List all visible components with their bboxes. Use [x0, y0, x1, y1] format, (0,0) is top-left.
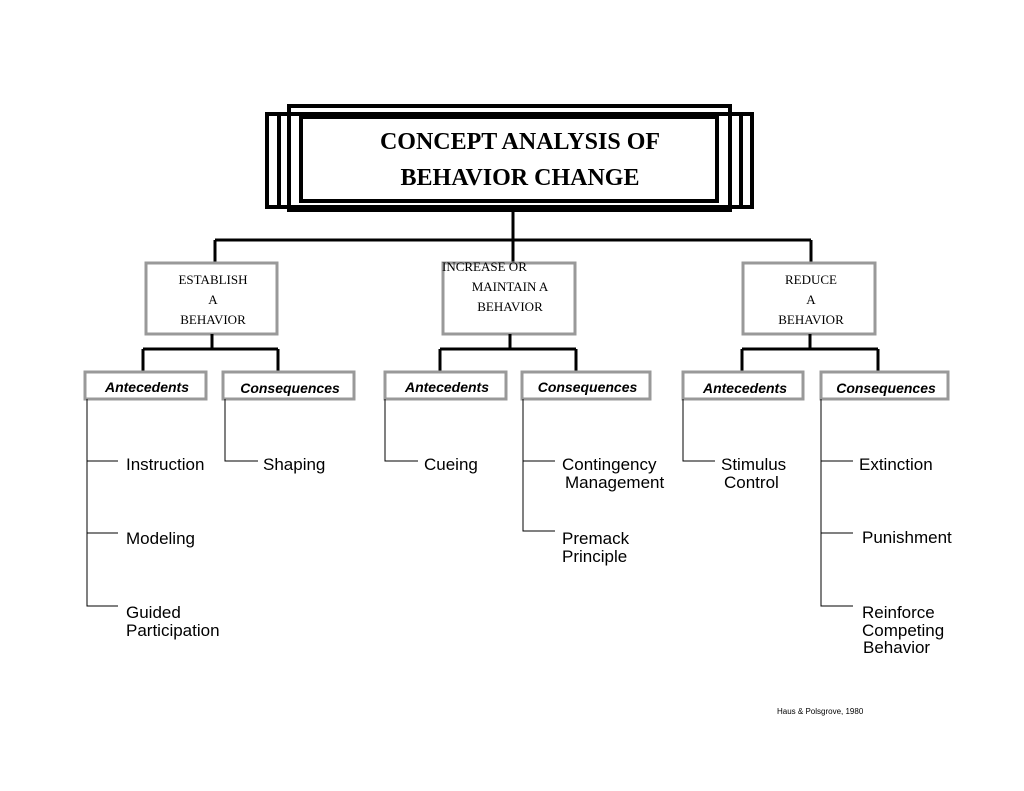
category-line: BEHAVIOR — [778, 312, 844, 327]
leaf-line: Guided — [126, 603, 181, 622]
leaf-line: Premack — [562, 529, 630, 548]
leaf-line: Participation — [126, 620, 220, 640]
leaf-line: Stimulus — [721, 455, 787, 474]
leaf-reinforce-competing-behavior: Reinforce Competing Behavior — [862, 604, 944, 657]
leaf-line: Cueing — [424, 455, 478, 474]
subcategory-increase-consequences: Consequences — [537, 379, 638, 395]
subcategory-establish-antecedents: Antecedents — [104, 379, 190, 395]
leaf-line: Behavior — [863, 638, 931, 657]
leaf-guided-participation: Guided Participation — [126, 604, 220, 639]
subcategory-increase-antecedents: Antecedents — [404, 379, 490, 395]
category-line: A — [806, 292, 816, 307]
category-reduce: REDUCE A BEHAVIOR — [747, 270, 875, 330]
leaf-connectors — [86, 399, 853, 607]
leaf-line: Control — [724, 472, 779, 492]
title-line-2: BEHAVIOR CHANGE — [400, 165, 640, 191]
leaf-line: Shaping — [263, 455, 326, 474]
title-frame — [265, 104, 754, 212]
leaf-line: Management — [565, 472, 665, 492]
title-line-1: CONCEPT ANALYSIS OF — [379, 129, 661, 155]
leaf-line: Principle — [562, 546, 628, 566]
category-line: BEHAVIOR — [477, 299, 543, 314]
category-line: BEHAVIOR — [180, 312, 246, 327]
subcategory-reduce-antecedents: Antecedents — [702, 380, 788, 396]
leaf-contingency-management: Contingency Management — [562, 456, 664, 491]
leaf-line: Competing — [862, 620, 945, 640]
leaf-shaping: Shaping — [263, 456, 325, 474]
leaf-modeling: Modeling — [126, 530, 195, 548]
category-line: REDUCE — [785, 272, 837, 287]
leaf-stimulus-control: Stimulus Control — [721, 456, 786, 491]
category-increase: INCREASE OR MAINTAIN A BEHAVIOR — [440, 257, 580, 317]
leaf-punishment: Punishment — [862, 529, 952, 547]
leaf-extinction: Extinction — [859, 456, 933, 474]
category-line: ESTABLISH — [178, 272, 248, 287]
category-line: MAINTAIN A — [471, 279, 549, 294]
leaf-line: Contingency — [562, 455, 657, 474]
source-credit: Haus & Polsgrove, 1980 — [777, 707, 864, 716]
leaf-line: Modeling — [126, 529, 195, 548]
leaf-cueing: Cueing — [424, 456, 478, 474]
category-establish: ESTABLISH A BEHAVIOR — [150, 270, 276, 330]
subcategory-establish-consequences: Consequences — [240, 380, 340, 396]
subcategory-box-outlines — [83, 370, 950, 401]
leaf-line: Reinforce — [862, 603, 935, 622]
diagram-title: CONCEPT ANALYSIS OF BEHAVIOR CHANGE — [300, 124, 740, 196]
level2-connectors — [141, 334, 880, 372]
category-line: INCREASE OR — [442, 259, 527, 274]
leaf-line: Extinction — [859, 455, 933, 474]
leaf-line: Punishment — [862, 528, 952, 547]
level1-connectors — [213, 210, 813, 263]
leaf-line: Instruction — [126, 455, 205, 474]
subcategory-reduce-consequences: Consequences — [836, 380, 936, 396]
category-line: A — [208, 292, 218, 307]
leaf-instruction: Instruction — [126, 456, 204, 474]
leaf-premack-principle: Premack Principle — [562, 530, 629, 565]
